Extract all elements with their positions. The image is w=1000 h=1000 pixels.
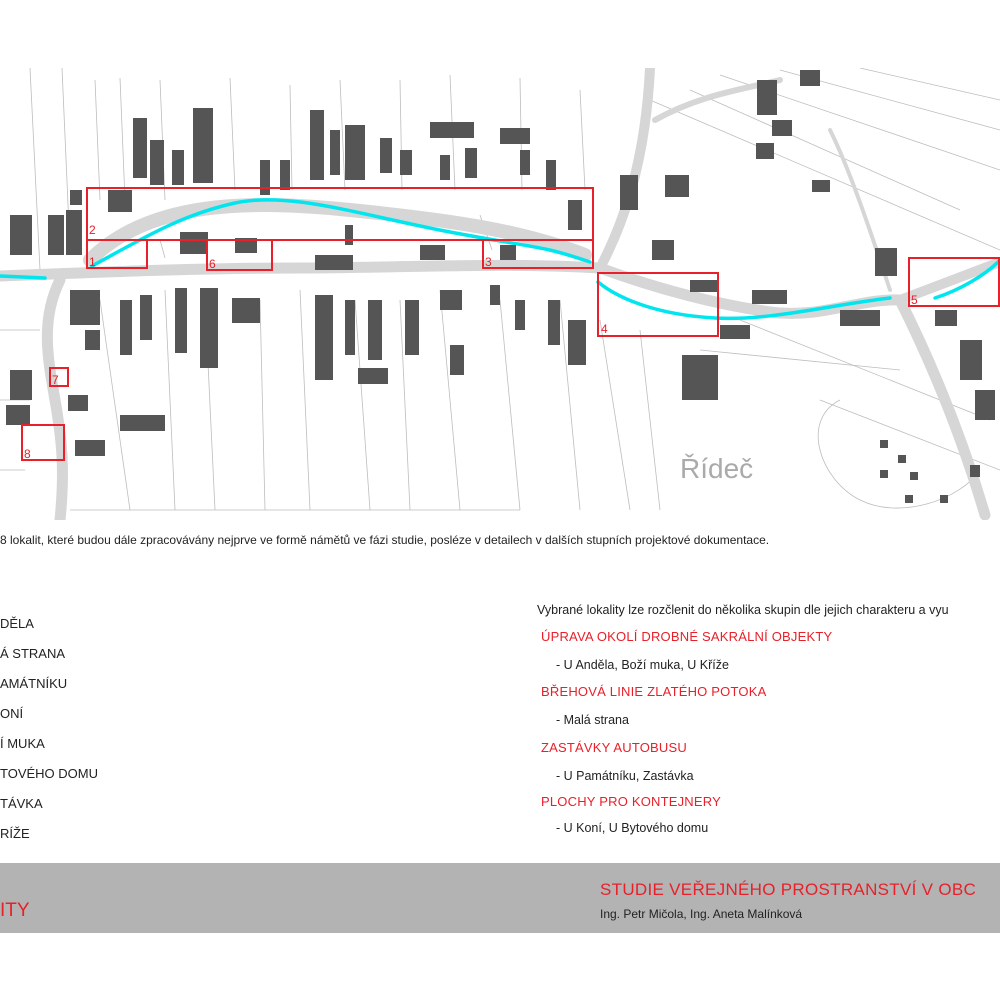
marker-label-6: 6 bbox=[209, 257, 216, 271]
buildings bbox=[6, 70, 995, 503]
marker-3[interactable]: 3 bbox=[482, 239, 594, 269]
list-item: AMÁTNÍKU bbox=[0, 676, 68, 691]
group-detail: - Malá strana bbox=[556, 713, 629, 727]
group-detail: - U Anděla, Boží muka, U Kříže bbox=[556, 658, 729, 672]
list-item: DĚLA bbox=[0, 616, 34, 631]
marker-label-1: 1 bbox=[89, 255, 96, 269]
group-title: PLOCHY PRO KONTEJNERY bbox=[541, 794, 721, 809]
marker-label-7: 7 bbox=[52, 373, 59, 387]
footer-left-label: ITY bbox=[0, 900, 30, 921]
list-item: TOVÉHO DOMU bbox=[0, 766, 98, 781]
marker-7[interactable]: 7 bbox=[49, 367, 69, 387]
marker-label-2: 2 bbox=[89, 223, 96, 237]
place-label: Řídeč bbox=[680, 453, 753, 484]
footer-authors: Ing. Petr Mičola, Ing. Aneta Malínková bbox=[600, 907, 803, 921]
group-title: ÚPRAVA OKOLÍ DROBNÉ SAKRÁLNÍ OBJEKTY bbox=[541, 629, 833, 644]
group-detail: - U Památníku, Zastávka bbox=[556, 769, 694, 783]
map-caption: 8 lokalit, které budou dále zpracovávány… bbox=[0, 533, 770, 547]
marker-label-4: 4 bbox=[601, 322, 608, 336]
marker-6[interactable]: 6 bbox=[206, 239, 273, 271]
marker-8[interactable]: 8 bbox=[21, 424, 65, 461]
list-item: Á STRANA bbox=[0, 646, 66, 661]
marker-2[interactable]: 2 bbox=[86, 187, 594, 241]
stream bbox=[0, 198, 1000, 321]
marker-label-8: 8 bbox=[24, 447, 31, 461]
list-item: RÍŽE bbox=[0, 826, 30, 841]
footer-title: STUDIE VEŘEJNÉHO PROSTRANSTVÍ V OBC bbox=[600, 880, 977, 899]
locality-markers: 1 2 3 4 5 6 7 8 bbox=[21, 187, 1000, 461]
marker-label-5: 5 bbox=[911, 293, 918, 307]
group-detail: - U Koní, U Bytového domu bbox=[556, 821, 709, 835]
group-title: ZASTÁVKY AUTOBUSU bbox=[541, 740, 687, 755]
marker-5[interactable]: 5 bbox=[908, 257, 1000, 307]
list-item: Í MUKA bbox=[0, 736, 45, 751]
groups-intro: Vybrané lokality lze rozčlenit do několi… bbox=[537, 603, 949, 617]
marker-label-3: 3 bbox=[485, 255, 492, 269]
group-title: BŘEHOVÁ LINIE ZLATÉHO POTOKA bbox=[541, 684, 767, 699]
map: Řídeč 1 2 3 4 5 6 7 bbox=[0, 68, 1000, 520]
marker-4[interactable]: 4 bbox=[597, 272, 719, 337]
list-item: ONÍ bbox=[0, 706, 24, 721]
footer-band bbox=[0, 863, 1000, 933]
list-item: TÁVKA bbox=[0, 796, 43, 811]
